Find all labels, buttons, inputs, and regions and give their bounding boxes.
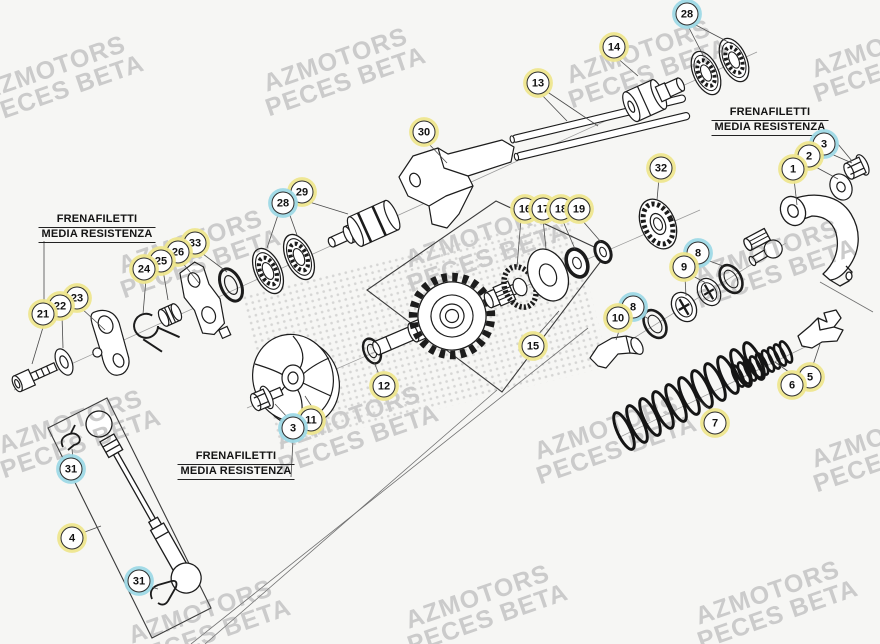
part-15-pump-gear-shaft [372,272,525,360]
leader-lines [31,22,853,590]
part-29-bearing-journal [327,199,401,248]
part-19-ring [593,239,613,265]
callout-7[interactable]: 7 [703,411,727,435]
callout-31[interactable]: 31 [59,457,83,481]
callout-28[interactable]: 28 [271,191,295,215]
thread-lock-label-line2: MEDIA RESISTENZA [38,228,156,243]
subassembly-box-4 [47,397,212,639]
part-22-washer [54,348,74,376]
callout-18[interactable]: 18 [549,197,573,221]
callout-19[interactable]: 19 [567,197,591,221]
part-14-shaft-coupler [622,77,686,123]
callout-6[interactable]: 6 [780,373,804,397]
callout-31[interactable]: 31 [127,569,151,593]
part-21-socket-bolt [11,362,58,393]
projection-lines [190,281,874,644]
part-4-rod-assembly [85,410,202,594]
part-23-lever-plate [90,309,130,376]
part-28-bearing [246,244,289,298]
callout-2[interactable]: 2 [797,144,821,168]
callout-12[interactable]: 12 [372,374,396,398]
part-7-large-spring [612,341,766,451]
callout-14[interactable]: 14 [602,35,626,59]
thread-lock-label-line1: FRENAFILETTI [177,450,295,465]
callout-11[interactable]: 11 [299,408,323,432]
thread-lock-label-line1: FRENAFILETTI [38,213,156,228]
part-pushrod-ball [748,239,783,267]
part-3-flange-bolt [249,385,284,412]
part-30-support-bracket [398,139,515,229]
callout-30[interactable]: 30 [412,120,436,144]
part-2-washer [829,173,853,201]
part-17-flat-washer [526,248,570,302]
callout-4[interactable]: 4 [60,526,84,550]
part-32-bearing [638,198,678,250]
part-28-bearing [277,230,320,284]
callout-13[interactable]: 13 [526,71,550,95]
subassembly-box-15 [366,200,608,393]
callout-17[interactable]: 17 [531,197,555,221]
callout-10[interactable]: 10 [606,306,630,330]
part-9-plunger-cap [665,286,703,328]
thread-lock-label-line2: MEDIA RESISTENZA [177,465,295,480]
part-18-cup-washer [564,247,590,279]
part-10-small-lever [589,335,644,369]
callout-15[interactable]: 15 [521,334,545,358]
callout-9[interactable]: 9 [672,255,696,279]
thread-lock-label-line2: MEDIA RESISTENZA [711,121,829,136]
part-24-torsion-spring [133,312,180,353]
part-26-bracket-plate [179,261,232,340]
callout-24[interactable]: 24 [132,257,156,281]
part-25-bushing [157,303,183,327]
part-31-cotter-clip [60,424,81,451]
part-5-retainer-clip [797,309,844,349]
part-1-actuator-lever [743,194,859,287]
callout-29[interactable]: 29 [290,180,314,204]
callout-3[interactable]: 3 [281,416,305,440]
callout-21[interactable]: 21 [31,302,55,326]
callout-32[interactable]: 32 [649,156,673,180]
callout-1[interactable]: 1 [781,157,805,181]
callout-28[interactable]: 28 [675,2,699,26]
thread-lock-label-line1: FRENAFILETTI [711,106,829,121]
part-31-cotter-clip [149,579,178,606]
part-8-shim-ring [637,304,673,344]
